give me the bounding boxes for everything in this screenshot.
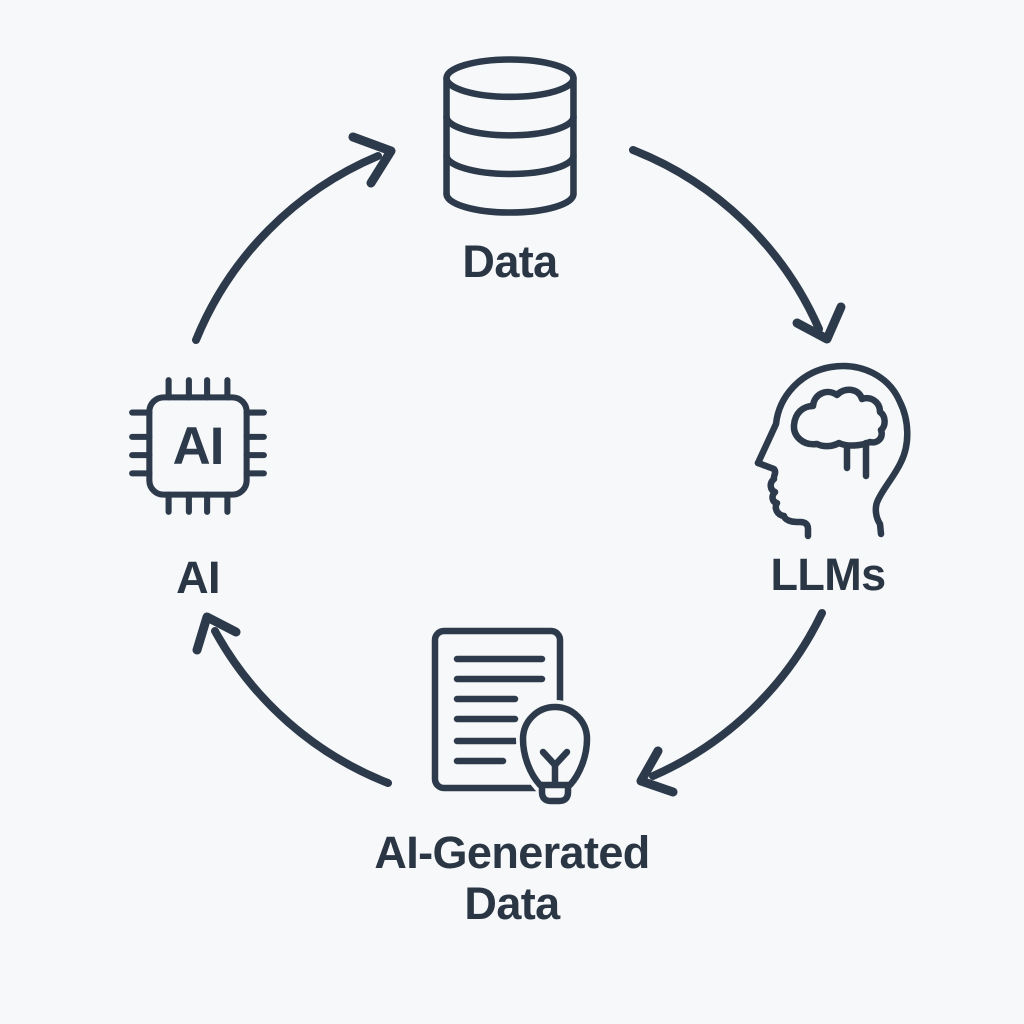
- database-icon: [443, 56, 577, 216]
- node-data-label: Data: [462, 236, 558, 287]
- arrow-aigen-to-ai: [192, 612, 392, 787]
- ai-chip-icon: AI: [129, 377, 267, 515]
- head-brain-icon: [754, 362, 911, 540]
- node-llms-label: LLMs: [770, 549, 886, 600]
- node-data: Data: [430, 52, 590, 287]
- node-ai-generated-data: AI-Generated Data: [362, 624, 662, 930]
- arrow-ai-to-data: [192, 132, 396, 344]
- chip-label-text: AI: [173, 417, 224, 476]
- node-ai: AI AI: [122, 370, 274, 603]
- node-ai-label: AI: [176, 552, 220, 603]
- node-ai-generated-data-label: AI-Generated Data: [374, 827, 650, 930]
- arrow-llms-to-aigen: [636, 609, 826, 797]
- document-lightbulb-icon: [431, 627, 595, 805]
- arrow-data-to-llms: [629, 146, 846, 344]
- lightbulb-icon: [519, 703, 591, 805]
- node-llms: LLMs: [738, 360, 918, 600]
